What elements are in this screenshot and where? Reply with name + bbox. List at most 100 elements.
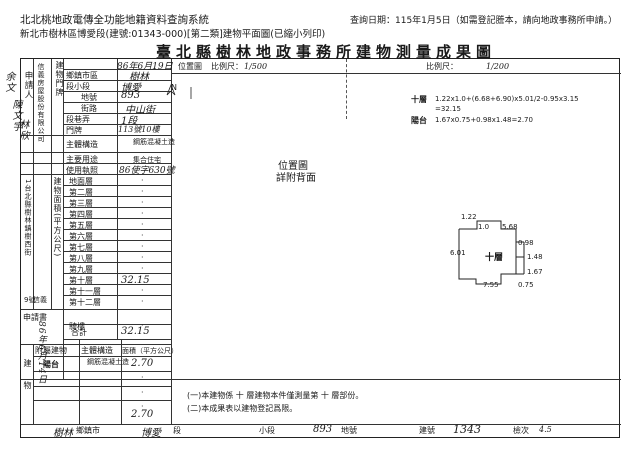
footer-section-label: 段: [173, 426, 181, 435]
note-1: (一)本建物係 十 層建物本件僅測量第 十 層部份。: [187, 391, 364, 400]
floor-label: 第三層: [69, 199, 93, 208]
floors-header: 建物面積(平方公尺): [53, 177, 62, 258]
system-title: 北北桃地政電傳全功能地籍資料查詢系統: [20, 14, 209, 26]
scale-label: 比例尺：: [211, 62, 243, 71]
query-date: 查詢日期：115年1月5日（如需登記謄本，請向地政事務所申請。）: [350, 16, 618, 26]
footer-township: 樹林: [53, 428, 73, 439]
scale-value: 1/500: [244, 62, 268, 71]
footer-land-label: 地號: [341, 426, 357, 435]
owner-col-1: 1台北縣樹林鎮樹西街: [24, 179, 32, 257]
document-subtitle: 新北市樹林區博愛段(建號:01343-000)[第二類]建物平面圖(已縮小列印): [20, 29, 326, 40]
row-label: 主體構造: [66, 140, 98, 149]
applicant-label: 申請人: [23, 71, 33, 100]
floor-value: ·: [141, 242, 144, 251]
floor-value: ·: [141, 176, 144, 185]
left-note-3: 林欣: [17, 119, 28, 141]
north-label: N: [171, 83, 177, 92]
formula-label-1: 十層: [411, 95, 427, 104]
footer-check-label: 檢次: [513, 426, 529, 435]
annex-row-label: 陽台: [43, 360, 59, 369]
note-2: (二)本成果表以建物登記爲限。: [187, 404, 298, 413]
dim: 6.01: [450, 249, 466, 257]
row-value: 集合住宅: [133, 156, 161, 164]
row-label: 使用執照: [66, 166, 98, 175]
annex-header-3: 面積（平方公尺）: [122, 347, 178, 355]
survey-sheet: 臺北縣樹林地政事務所建物測量成果圖 申請人 信義房屋股份有限公司 余文 陳文宇 …: [3, 43, 621, 439]
dim: 0.98: [518, 239, 534, 247]
annex-header-1: 附屬建物: [35, 346, 67, 355]
floor-value: ·: [141, 209, 144, 218]
dim: 5.68: [502, 223, 518, 231]
footer-build-no: 1343: [453, 423, 481, 436]
footer-check-value: 4.5: [539, 425, 552, 434]
plan-scale-label: 比例尺：: [426, 62, 458, 71]
floor-value: ·: [141, 253, 144, 262]
floor-label: 第二層: [69, 188, 93, 197]
floor-label: 第十二層: [69, 298, 101, 307]
floor-label: 第八層: [69, 254, 93, 263]
build-date-value: 86年6月19日: [117, 62, 173, 72]
row-value: 樹林: [129, 72, 149, 83]
floor-value: 32.15: [121, 275, 150, 286]
floor-label: 騎樓: [69, 322, 85, 331]
annex-row-area: ·: [141, 373, 144, 382]
floor-label: 第五層: [69, 221, 93, 230]
owner-col-3: 信義: [33, 296, 47, 304]
floor-value: ·: [141, 297, 144, 306]
owner-col-2: 9號: [24, 296, 36, 304]
formula-1: 1.22x1.0+(6.68+6.90)x5.01/2-0.95x3.15: [435, 95, 579, 103]
formula-1b: =32.15: [435, 105, 461, 113]
row-value: 113號10樓: [118, 125, 160, 134]
floor-label: 地面層: [69, 177, 93, 186]
floor-label: 第九層: [69, 265, 93, 274]
row-label: 地號: [81, 93, 97, 102]
row-value: 中山街: [125, 105, 155, 116]
row-value: 鋼筋混凝土造: [133, 138, 175, 146]
location-figure-label: 位置圖: [278, 161, 308, 172]
dim: 0.75: [518, 281, 534, 289]
floor-value: ·: [141, 231, 144, 240]
row-label: 段巷弄: [66, 115, 90, 124]
floor-value: ·: [141, 286, 144, 295]
floor-value: ·: [141, 264, 144, 273]
row-value: 86使字630號: [119, 166, 175, 176]
dim: 1.0: [478, 223, 490, 231]
footer-subsection: 小段: [259, 426, 275, 435]
formula-label-2: 陽台: [411, 116, 427, 125]
annex-side-label: 建物: [23, 359, 32, 403]
plan-floor-label: 十層: [485, 253, 504, 263]
apply-label: 申請書: [23, 313, 47, 322]
left-note-1: 余文: [3, 71, 14, 93]
row-label: 鄉鎮市區: [66, 71, 98, 80]
annex-row-area: 2.70: [131, 358, 154, 369]
floor-plan: [166, 83, 525, 285]
dim: 1.48: [527, 253, 543, 261]
total-value: 32.15: [121, 326, 150, 337]
total-label: 合計: [71, 328, 87, 337]
annex-header-2: 主體構造: [81, 346, 113, 355]
footer-district: 鄉鎮市: [76, 426, 100, 435]
annex-row-area: ·: [141, 388, 144, 397]
floor-label: 第十層: [69, 276, 93, 285]
applicant-value: 信義房屋股份有限公司: [37, 63, 45, 143]
row-label: 段小段: [66, 82, 90, 91]
row-label: 門牌: [66, 126, 82, 135]
floor-value: ·: [141, 321, 144, 330]
left-note-2: 陳文宇: [10, 99, 21, 132]
apply-date: 86年6月14日: [36, 321, 46, 385]
build-label: 建物門牌: [55, 61, 64, 97]
sheet-title: 臺北縣樹林地政事務所建物測量成果圖: [156, 43, 497, 61]
plan-scale-value: 1/200: [486, 62, 510, 71]
row-label: 主要用途: [66, 155, 98, 164]
dim: 1.22: [461, 213, 477, 221]
row-value: 893: [121, 90, 141, 101]
floor-label: 第七層: [69, 243, 93, 252]
dim: 7.55: [483, 281, 499, 289]
annex-total-area: 2.70: [131, 409, 154, 420]
floor-value: ·: [141, 198, 144, 207]
annex-row-structure: 鋼筋混凝土造: [87, 358, 129, 366]
formula-2: 1.67x0.75+0.98x1.48=2.70: [435, 116, 533, 124]
footer-section: 博愛: [141, 428, 161, 439]
floor-label: 第四層: [69, 210, 93, 219]
floor-value: ·: [141, 187, 144, 196]
